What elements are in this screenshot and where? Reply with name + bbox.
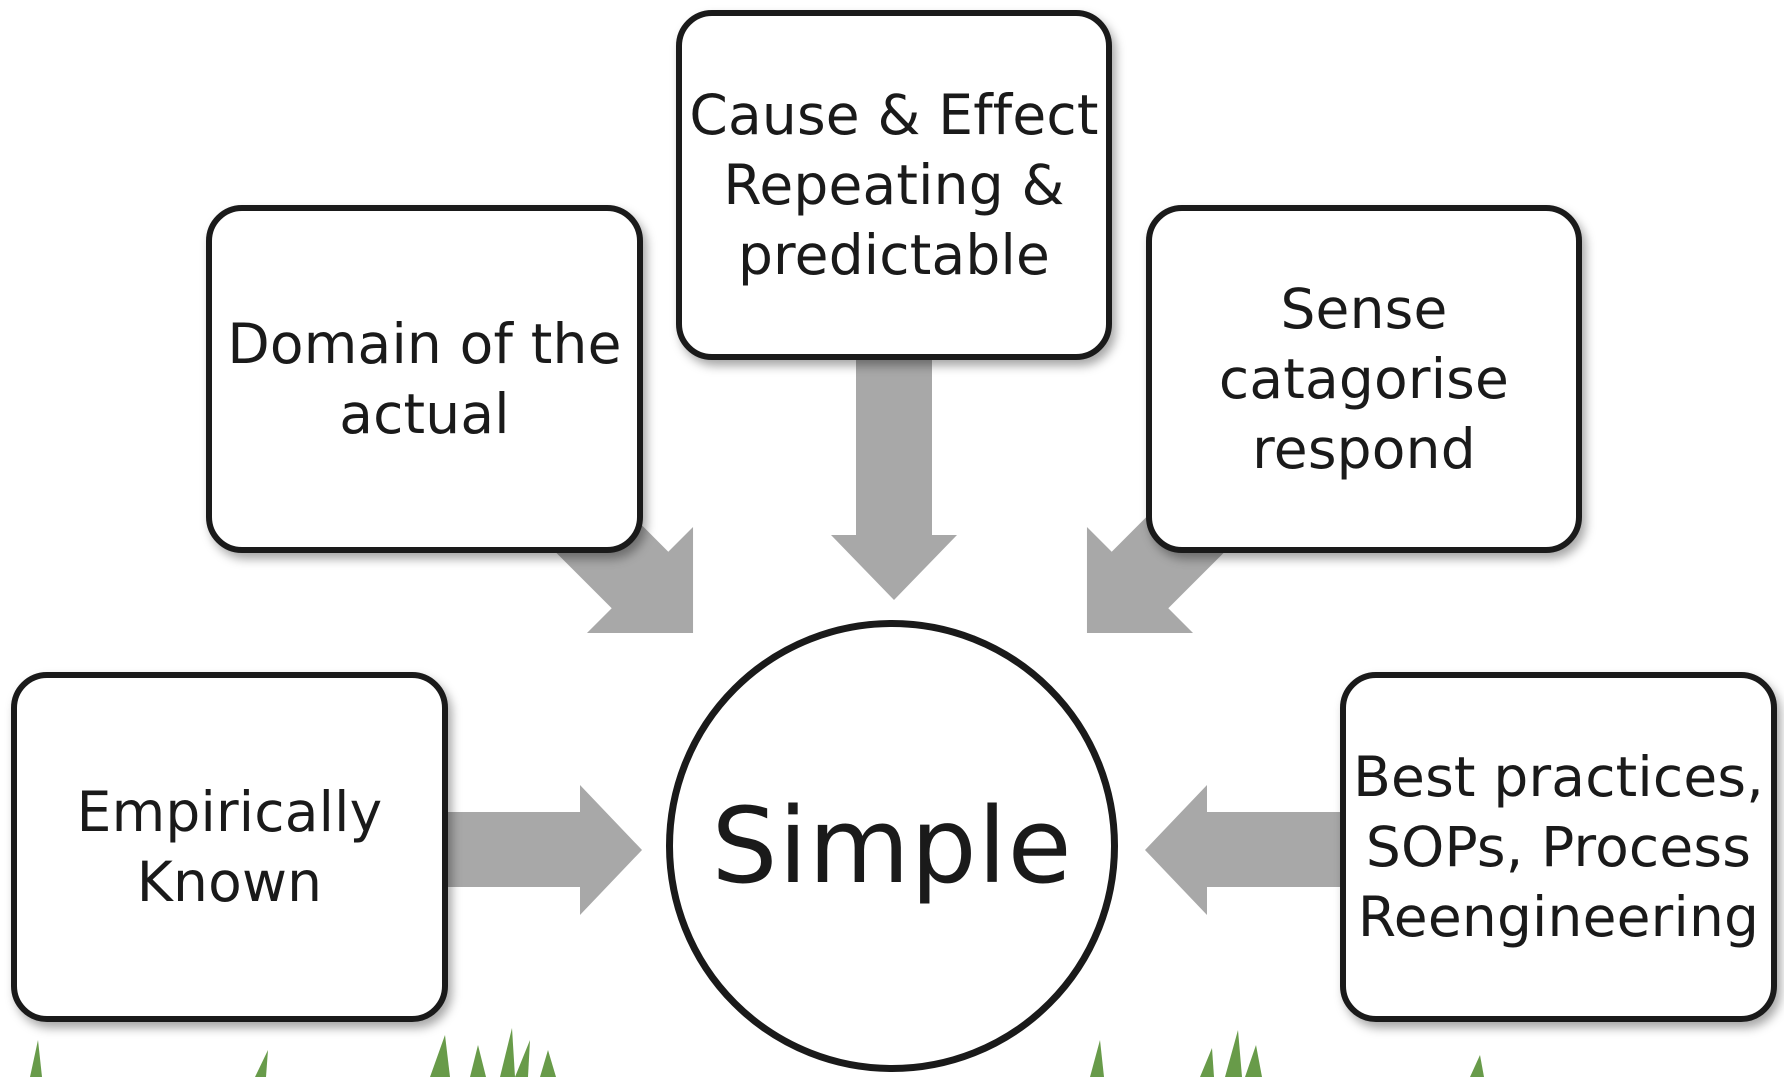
arrow-left-icon bbox=[1145, 785, 1340, 915]
center-label: Simple bbox=[711, 785, 1073, 907]
box-empirically-known: Empirically Known bbox=[11, 672, 448, 1022]
arrow-down-icon bbox=[831, 358, 957, 600]
box-label: Empirically Known bbox=[76, 780, 383, 914]
box-sense-categorise-respond: Sense catagorise respond bbox=[1146, 205, 1582, 553]
box-domain-of-the-actual: Domain of the actual bbox=[206, 205, 643, 553]
box-label: Best practices, SOPs, Process Reengineer… bbox=[1353, 745, 1764, 949]
grass-decoration bbox=[30, 1028, 1484, 1077]
box-label: Sense catagorise respond bbox=[1218, 277, 1510, 481]
box-best-practices: Best practices, SOPs, Process Reengineer… bbox=[1340, 672, 1777, 1022]
arrow-right-icon bbox=[446, 785, 642, 915]
center-circle: Simple bbox=[666, 620, 1118, 1072]
box-cause-and-effect: Cause & Effect Repeating & predictable bbox=[676, 10, 1112, 360]
box-label: Domain of the actual bbox=[227, 312, 622, 446]
box-label: Cause & Effect Repeating & predictable bbox=[689, 83, 1099, 287]
